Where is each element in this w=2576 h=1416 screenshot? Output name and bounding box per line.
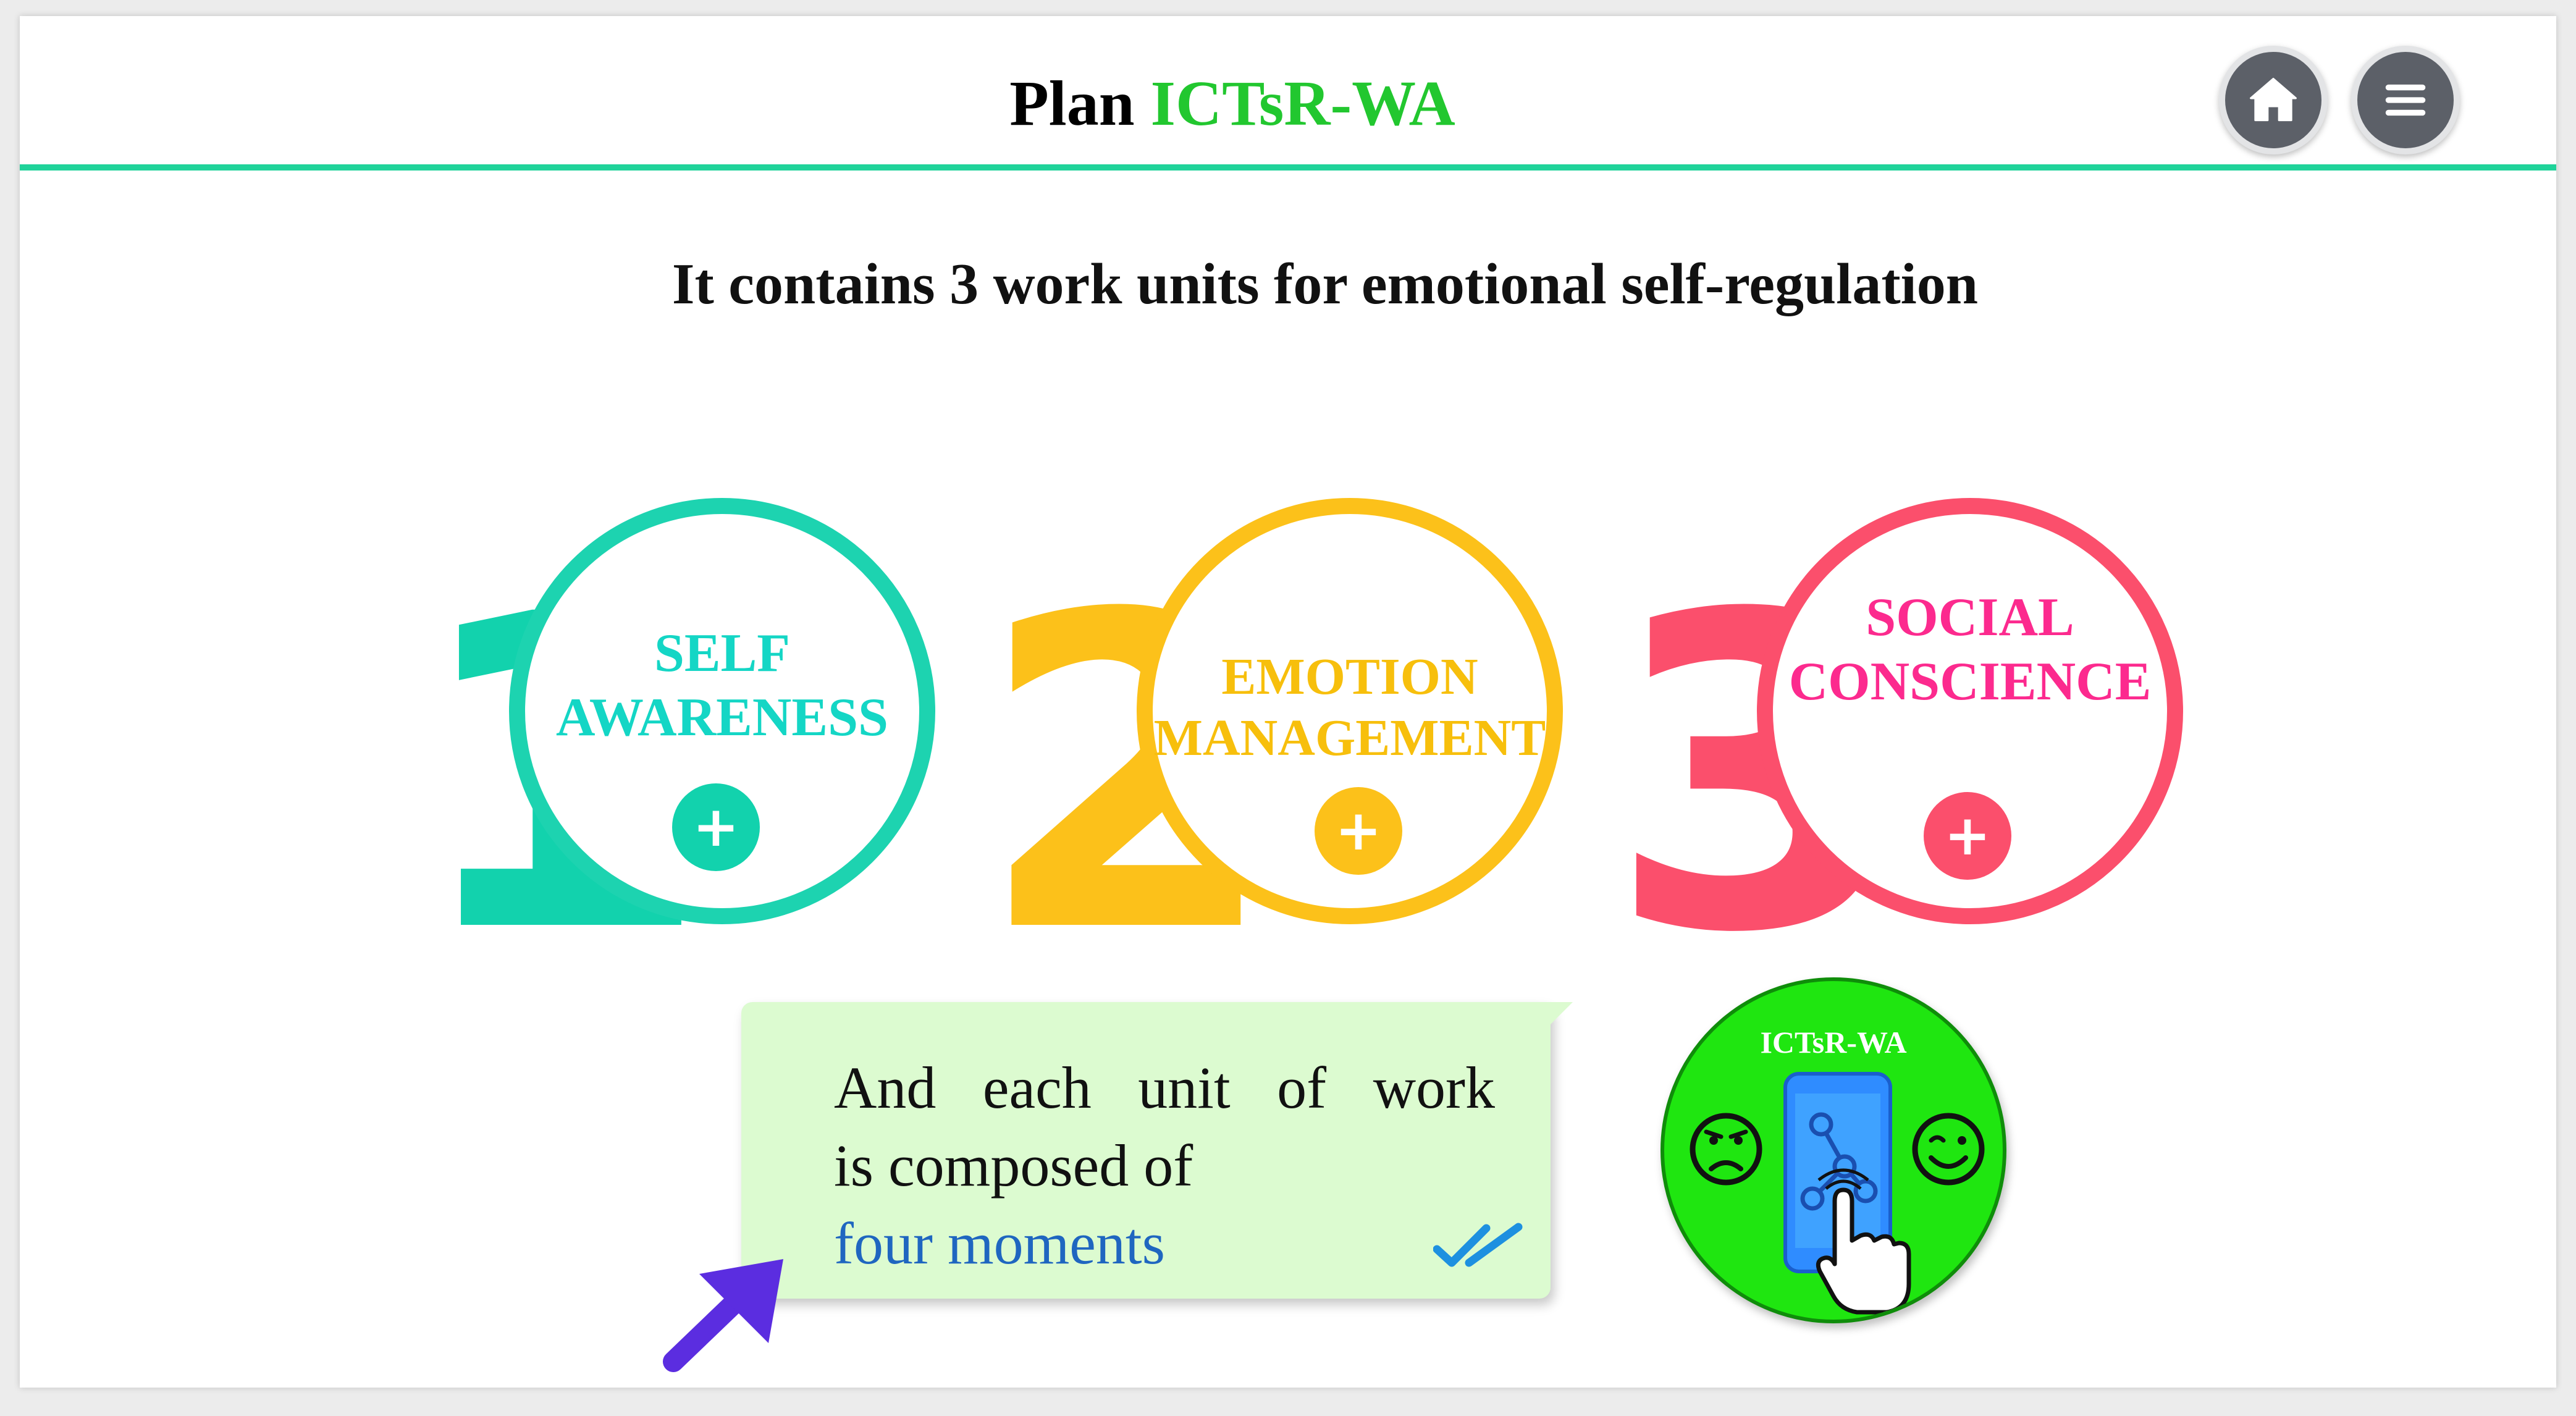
menu-button[interactable] xyxy=(2351,46,2460,154)
unit-label: SOCIAL CONSCIENCE xyxy=(1788,588,2152,712)
app-header: Plan ICTsR-WA xyxy=(20,16,2556,171)
title-accent: ICTsR-WA xyxy=(1150,68,1455,139)
bubble-tail xyxy=(1530,1002,1573,1045)
unit-label: EMOTION MANAGEMENT xyxy=(1153,648,1546,767)
expand-unit-button[interactable]: + xyxy=(1924,792,2011,880)
message-text: And each unit of work is composed of fou… xyxy=(834,1049,1495,1283)
happy-face-icon xyxy=(1912,1113,1985,1186)
pointer-arrow-icon xyxy=(663,1259,783,1372)
app-logo-badge: ICTsR-WA xyxy=(1661,977,2006,1323)
title-prefix: Plan xyxy=(1009,68,1135,139)
hamburger-menu-icon xyxy=(2385,84,2426,116)
page-title: Plan ICTsR-WA xyxy=(20,67,2556,140)
home-icon xyxy=(2250,77,2297,122)
section-heading: It contains 3 work units for emotional s… xyxy=(671,252,1979,316)
app-screen: Plan ICTsR-WA It contains 3 work units f… xyxy=(20,16,2556,1388)
message-highlight: four moments xyxy=(834,1210,1165,1276)
hand-tap-icon xyxy=(1816,1168,1911,1315)
home-button[interactable] xyxy=(2219,46,2328,154)
message-bubble: And each unit of work is composed of fou… xyxy=(741,1002,1573,1299)
badge-title: ICTsR-WA xyxy=(1760,1025,1907,1060)
expand-unit-button[interactable]: + xyxy=(672,783,760,871)
double-check-icon xyxy=(1433,1223,1523,1267)
expand-unit-button[interactable]: + xyxy=(1315,787,1402,875)
unit-label: SELF AWARENESS xyxy=(556,623,888,748)
phone-network-icon xyxy=(1783,1072,1892,1273)
app-logo-illustration xyxy=(1690,1072,1985,1315)
sad-face-icon xyxy=(1690,1113,1762,1186)
